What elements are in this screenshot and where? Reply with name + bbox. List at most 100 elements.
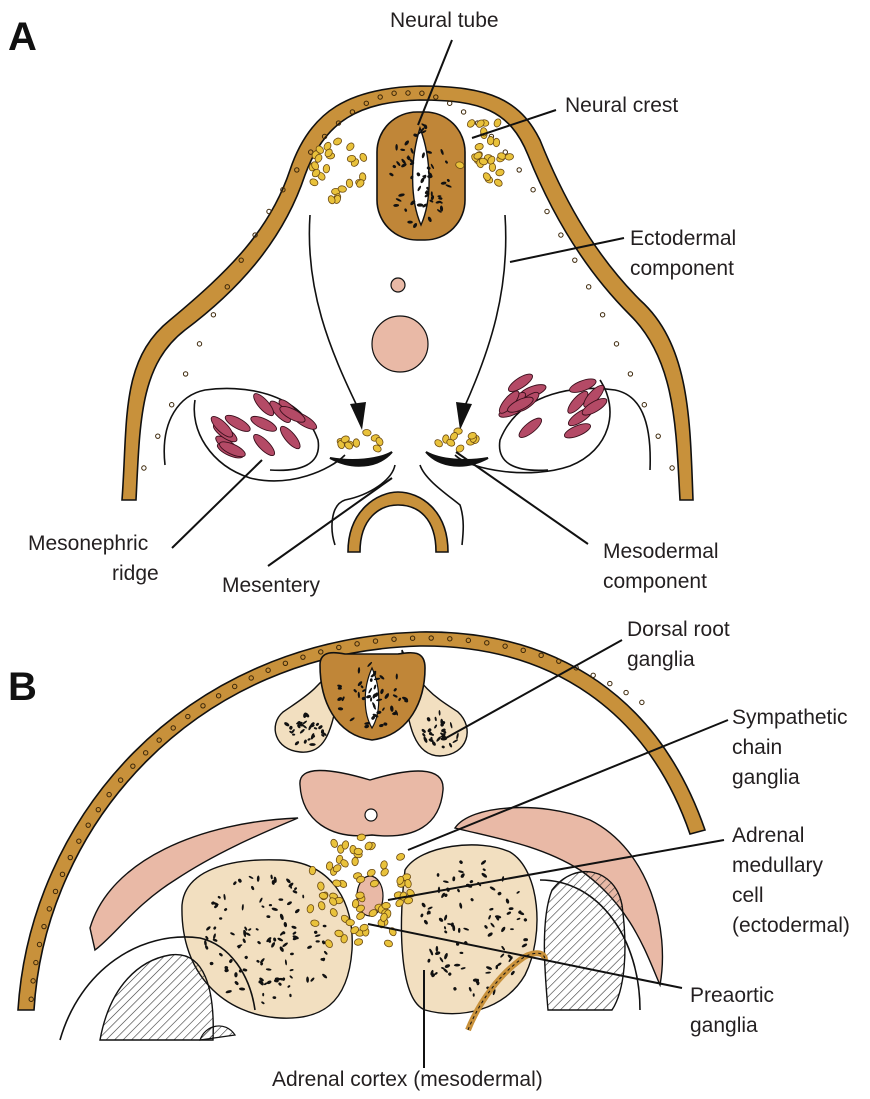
kidney-left bbox=[100, 955, 213, 1040]
label-sympathetic-chain-ganglia-line3: ganglia bbox=[732, 766, 800, 789]
neural-crest-cell bbox=[332, 137, 342, 147]
neural-tube-stipple-mark bbox=[395, 144, 397, 151]
ectoderm-cell bbox=[211, 313, 215, 317]
neural-crest-cell bbox=[493, 118, 502, 128]
label-adrenal-medullary-cell-line1: Adrenal bbox=[732, 824, 804, 847]
ganglion-cell bbox=[395, 852, 405, 861]
label-sympathetic-chain-ganglia-line1: Sympathetic bbox=[732, 706, 848, 729]
label-adrenal-medullary-cell-line2: medullary bbox=[732, 854, 824, 877]
neural-crest-cell bbox=[487, 136, 494, 145]
label-mesodermal-component-line2: component bbox=[603, 570, 707, 593]
ectoderm-cell bbox=[656, 434, 660, 438]
ectoderm-cell bbox=[142, 466, 146, 470]
vertebral-body bbox=[300, 770, 443, 835]
ganglion-cell bbox=[354, 848, 363, 855]
label-preaortic-ganglia-line2: ganglia bbox=[690, 1014, 758, 1037]
ectoderm-cell bbox=[531, 188, 535, 192]
label-neural-tube: Neural tube bbox=[390, 9, 499, 32]
neural-crest-cell bbox=[345, 141, 355, 152]
label-mesentery: Mesentery bbox=[222, 574, 321, 597]
neural-crest-cell bbox=[493, 178, 504, 188]
neural-crest-cell bbox=[474, 142, 484, 151]
mesonephric-tubules-left bbox=[208, 391, 319, 461]
ganglion-cell bbox=[319, 892, 328, 900]
panel-a: A bbox=[8, 9, 736, 597]
ectoderm-cell bbox=[156, 434, 160, 438]
mesodermal-crescent-right bbox=[426, 452, 488, 466]
mesonephric-tubule bbox=[251, 432, 278, 459]
leader-neural-tube bbox=[418, 40, 452, 125]
neural-crest-cells-left bbox=[308, 137, 368, 205]
ganglion-cell bbox=[354, 938, 364, 946]
ganglion-cell bbox=[330, 838, 339, 848]
ganglion-cell bbox=[346, 919, 355, 926]
mesonephric-tubule bbox=[516, 415, 544, 440]
mesodermal-cell bbox=[362, 429, 371, 437]
ectoderm-cell bbox=[642, 403, 646, 407]
label-ectodermal-component-line1: Ectodermal bbox=[630, 227, 736, 250]
ganglion-cell bbox=[341, 840, 349, 850]
label-mesodermal-component-line1: Mesodermal bbox=[603, 540, 719, 563]
ectoderm-cell bbox=[461, 110, 465, 114]
ganglion-cell bbox=[382, 902, 391, 909]
neural-crest-cell bbox=[495, 168, 505, 176]
ectoderm-cell bbox=[197, 342, 201, 346]
ectoderm-cell bbox=[183, 372, 187, 376]
mesonephric-tubule bbox=[277, 424, 303, 452]
ganglion-cell bbox=[352, 857, 359, 866]
panel-b-letter: B bbox=[8, 665, 37, 709]
notochord-b bbox=[365, 809, 377, 821]
mesodermal-cell bbox=[353, 439, 360, 448]
leader-mesonephric-ridge bbox=[172, 460, 262, 548]
ectoderm-cell bbox=[559, 233, 563, 237]
notochord bbox=[391, 278, 405, 292]
migration-arrow-right bbox=[464, 215, 506, 408]
migration-arrowhead-left bbox=[350, 402, 366, 430]
label-dorsal-root-ganglia-line1: Dorsal root bbox=[627, 618, 730, 641]
panel-b: B bbox=[8, 618, 850, 1091]
label-adrenal-medullary-cell-line3: cell bbox=[732, 884, 764, 907]
label-ectodermal-component-line2: component bbox=[630, 257, 734, 280]
mesonephric-tubule bbox=[249, 413, 279, 434]
neural-crest-cell bbox=[359, 152, 368, 162]
panel-a-letter: A bbox=[8, 15, 37, 59]
mesodermal-crescent-left bbox=[330, 452, 392, 466]
label-mesonephric-ridge-line1: Mesonephric bbox=[28, 532, 148, 555]
migration-arrow-left bbox=[309, 215, 358, 408]
gut-tube bbox=[348, 492, 448, 552]
ectoderm-cell bbox=[517, 168, 521, 172]
ectoderm-cell bbox=[608, 681, 612, 685]
ganglion-cell bbox=[383, 939, 393, 948]
ectoderm-cell bbox=[670, 466, 674, 470]
ectoderm-cell bbox=[573, 258, 577, 262]
label-dorsal-root-ganglia-line2: ganglia bbox=[627, 648, 695, 671]
neural-crest-cell bbox=[323, 164, 331, 173]
ectoderm-cell bbox=[170, 403, 174, 407]
label-sympathetic-chain-ganglia-line2: chain bbox=[732, 736, 782, 759]
leader-mesentery bbox=[268, 478, 392, 566]
neural-crest-cell bbox=[466, 118, 476, 129]
ectoderm-cell bbox=[628, 372, 632, 376]
ganglion-cell bbox=[379, 867, 389, 877]
ganglion-cell bbox=[309, 866, 316, 875]
label-mesonephric-ridge-line2: ridge bbox=[112, 562, 159, 585]
aorta bbox=[372, 316, 428, 372]
neural-crest-cell bbox=[309, 178, 319, 187]
leader-ectodermal-component bbox=[510, 238, 624, 262]
label-adrenal-cortex: Adrenal cortex (mesodermal) bbox=[272, 1068, 543, 1091]
ectoderm-cell bbox=[545, 209, 549, 213]
neural-crest-cell bbox=[346, 179, 354, 188]
ectoderm-cell bbox=[587, 285, 591, 289]
label-neural-crest: Neural crest bbox=[565, 94, 678, 117]
ectoderm-cell bbox=[624, 690, 628, 694]
ectoderm-cell bbox=[591, 673, 595, 677]
neural-tube-stipple-mark bbox=[417, 203, 424, 206]
mesonephric-tubules-right bbox=[496, 371, 609, 441]
drg-stipple-mark bbox=[309, 743, 316, 746]
label-preaortic-ganglia-line1: Preaortic bbox=[690, 984, 774, 1007]
migration-arrowhead-right bbox=[456, 402, 472, 430]
ectoderm-cell bbox=[600, 313, 604, 317]
ectoderm-cell bbox=[640, 700, 644, 704]
mesodermal-component-cells-right bbox=[433, 428, 480, 454]
